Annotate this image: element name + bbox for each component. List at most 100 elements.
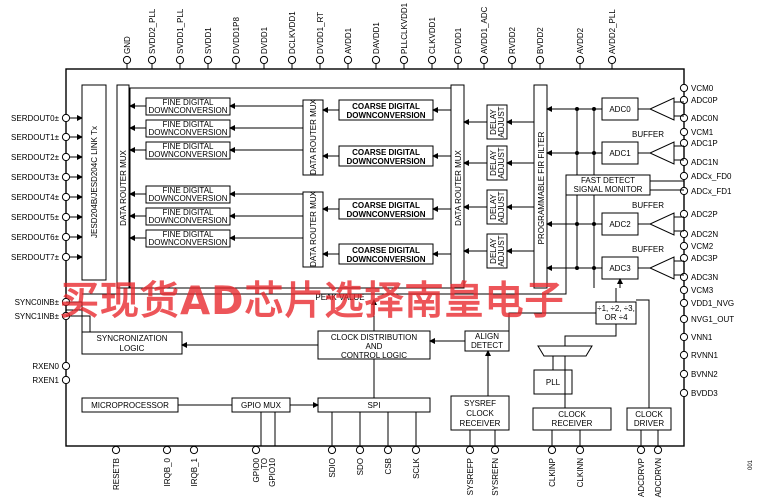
left-pin-label: SYNC1INB± — [15, 312, 60, 321]
right-pin-6 — [679, 171, 689, 181]
fir-filter — [533, 84, 548, 289]
coarse-ddc-label: DOWNCONVERSION — [346, 111, 425, 120]
pll-label: PLL — [546, 378, 561, 387]
right-pin-19 — [679, 388, 689, 398]
right-pin-label: ADC3N — [691, 273, 718, 282]
left-pin-label: SERDOUT7± — [11, 253, 60, 262]
delay-label: DELAY — [489, 109, 498, 135]
left-pin-label: SERDOUT4± — [11, 193, 60, 202]
jesd-label: JESD204B/JESD204C LINK Tx — [90, 126, 99, 238]
adc-label: ADC1 — [609, 149, 631, 158]
data-router-mux-mid-1 — [302, 99, 324, 176]
right-pin-label: ADC3P — [691, 254, 718, 263]
bottom-pin-label: SDO — [356, 458, 365, 475]
top-pin-label: CLKVDD1 — [428, 17, 437, 54]
left-pin-4 — [61, 192, 71, 202]
delay-label: DELAY — [489, 150, 498, 176]
left-pin-label: SERDOUT3± — [11, 173, 60, 182]
mux-mid1-label: DATA ROUTER MUX — [309, 98, 318, 174]
top-pin-9 — [371, 55, 381, 65]
bottom-pin-9 — [490, 445, 500, 455]
right-pins: VCM0ADC0PADC0NVCM1ADC1PADC1NADCx_FD0ADCx… — [679, 83, 734, 398]
top-pin-label: SVDD1 — [204, 27, 213, 54]
left-pin-label: SERDOUT6± — [11, 233, 60, 242]
mux-left-label: DATA ROUTER MUX — [119, 149, 128, 225]
input-buffer-triangle — [648, 212, 675, 236]
clkdrv-label-1: CLOCK — [635, 410, 663, 419]
sysref-label-1: SYSREF — [464, 399, 496, 408]
clkrx-label-2: RECEIVER — [552, 419, 593, 428]
top-pin-1 — [147, 55, 157, 65]
right-pin-15 — [679, 314, 689, 324]
right-pin-label: VDD1_NVG — [691, 299, 734, 308]
delay-label: DELAY — [489, 194, 498, 220]
left-pin-2 — [61, 152, 71, 162]
top-pin-label: SVDD1_PLL — [176, 8, 185, 54]
top-pin-label: DCLKVDD1 — [288, 11, 297, 54]
bottom-pin-6 — [383, 445, 393, 455]
bottom-pin-label: SCLK — [412, 457, 421, 479]
top-pin-5 — [259, 55, 269, 65]
right-pin-18 — [679, 369, 689, 379]
fine-ddc-label: FINE DIGITAL — [163, 230, 215, 239]
buffer-label: BUFFER — [632, 245, 664, 254]
right-pin-label: ADCx_FD0 — [691, 172, 732, 181]
right-pin-label: ADCx_FD1 — [691, 187, 732, 196]
clkrx-label-1: CLOCK — [558, 410, 586, 419]
adc-label: ADC3 — [609, 264, 631, 273]
right-pin-label: VCM3 — [691, 286, 714, 295]
bottom-pin-label: ADCDRVN — [654, 458, 663, 498]
fine-ddc-label: FINE DIGITAL — [163, 98, 215, 107]
coarse-ddc-label: COARSE DIGITAL — [352, 148, 420, 157]
right-pin-label: ADC0N — [691, 114, 718, 123]
top-pin-4 — [231, 55, 241, 65]
fine-ddc-label: DOWNCONVERSION — [148, 238, 227, 247]
right-pin-label: ADC0P — [691, 96, 718, 105]
signal-wires — [66, 180, 684, 446]
delay-label: ADJUST — [497, 147, 506, 178]
divider-label-2: OR ÷4 — [604, 313, 628, 322]
bottom-pin-7 — [411, 445, 421, 455]
right-pin-4 — [679, 138, 689, 148]
top-pin-label: DVDD1P8 — [232, 17, 241, 54]
left-pin-label: SERDOUT2± — [11, 153, 60, 162]
gpio-mux-label: GPIO MUX — [241, 401, 282, 410]
left-pin-label: SERDOUT0± — [11, 114, 60, 123]
right-pin-1 — [679, 95, 689, 105]
top-pin-0 — [122, 55, 132, 65]
clock-mux-trapezoid — [537, 345, 593, 357]
right-pin-label: ADC2N — [691, 230, 718, 239]
right-pin-9 — [679, 229, 689, 239]
right-pin-label: VCM1 — [691, 128, 714, 137]
top-pin-label: DVDD1 — [260, 26, 269, 54]
align-label-1: ALIGN — [475, 332, 499, 341]
right-pin-2 — [679, 113, 689, 123]
left-pin-7 — [61, 252, 71, 262]
top-pin-15 — [535, 55, 545, 65]
bottom-pin-2 — [189, 445, 199, 455]
bottom-pin-12 — [636, 445, 646, 455]
bottom-pin-0 — [111, 445, 121, 455]
coarse-ddc-label: COARSE DIGITAL — [352, 246, 420, 255]
right-pin-17 — [679, 350, 689, 360]
top-pin-label: FVDD1 — [454, 27, 463, 54]
spi-label: SPI — [368, 401, 381, 410]
top-pin-label: SVDD2_PLL — [148, 8, 157, 54]
coarse-ddc-label: COARSE DIGITAL — [352, 201, 420, 210]
left-pin-3 — [61, 172, 71, 182]
top-pin-label: AVDD1 — [344, 27, 353, 54]
input-buffer-triangle — [648, 97, 675, 121]
data-router-mux-left — [116, 84, 130, 289]
right-pin-label: VCM0 — [691, 84, 714, 93]
buffer-label: BUFFER — [632, 130, 664, 139]
sysref-label-2: CLOCK — [466, 409, 494, 418]
clockdist-label-1: CLOCK DISTRIBUTION — [331, 333, 417, 342]
micro-label: MICROPROCESSOR — [91, 401, 169, 410]
left-pin-6 — [61, 232, 71, 242]
right-pin-12 — [679, 272, 689, 282]
left-pin-label: SERDOUT1± — [11, 133, 60, 142]
